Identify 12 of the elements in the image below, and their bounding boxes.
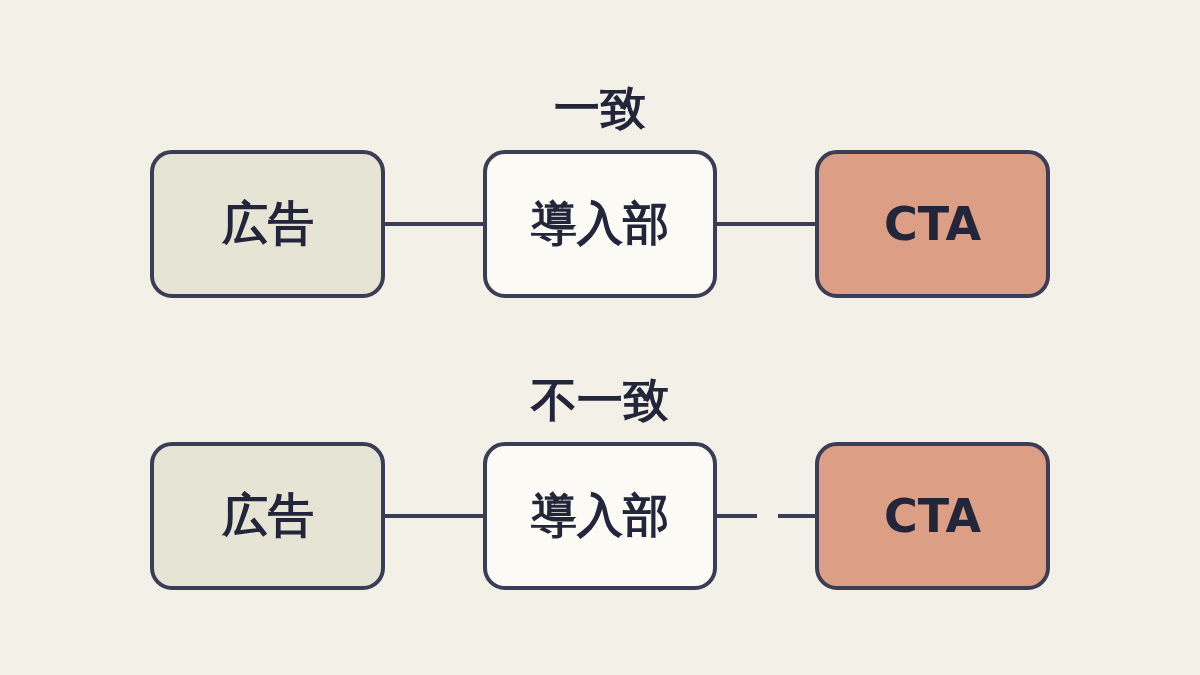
process-box: 広告 [150, 150, 385, 298]
connector-line [385, 222, 483, 226]
process-box: CTA [815, 442, 1050, 590]
process-box: CTA [815, 150, 1050, 298]
process-box: 導入部 [483, 150, 717, 298]
row-heading: 一致 [554, 80, 646, 137]
row-heading: 不一致 [531, 372, 669, 429]
connector-line [385, 514, 483, 518]
broken-connector-line [717, 514, 815, 518]
process-box: 広告 [150, 442, 385, 590]
process-box: 導入部 [483, 442, 717, 590]
connector-line [717, 222, 815, 226]
